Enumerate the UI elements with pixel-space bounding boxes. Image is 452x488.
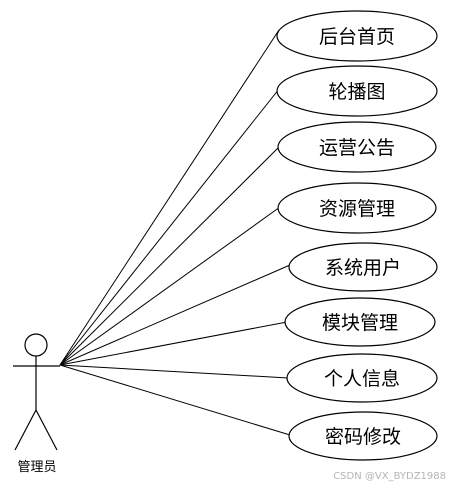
use-case-label: 个人信息 [324, 368, 400, 390]
use-case-label: 后台首页 [319, 26, 395, 48]
association-line [59, 88, 280, 366]
use-case-profile: 个人信息 [286, 353, 438, 403]
use-case-modules: 模块管理 [284, 297, 436, 347]
use-case-system-users: 系统用户 [288, 242, 438, 292]
use-case-password: 密码修改 [288, 411, 438, 461]
association-line [59, 29, 280, 366]
watermark: CSDN @VX_BYDZ1988 [333, 471, 446, 482]
use-cases: 后台首页 轮播图 运营公告 资源管理 系统用户 模块管理 个人信息 密码修改 [276, 10, 438, 461]
actor-administrator [13, 333, 60, 451]
use-case-label: 轮播图 [328, 81, 385, 103]
association-line [59, 321, 288, 366]
actor-right-leg [35, 409, 58, 451]
actor-label: 管理员 [17, 460, 56, 475]
association-line [59, 206, 281, 366]
association-lines [59, 29, 291, 436]
association-line [59, 364, 289, 379]
use-case-announcements: 运营公告 [277, 121, 437, 173]
use-case-label: 运营公告 [319, 137, 395, 159]
association-line [59, 264, 291, 366]
actor-left-leg [14, 409, 37, 451]
association-line [59, 145, 281, 366]
use-case-backend-home: 后台首页 [276, 10, 438, 62]
actor-head [24, 333, 48, 357]
use-case-label: 资源管理 [319, 198, 395, 220]
use-case-resources: 资源管理 [277, 182, 437, 234]
use-case-label: 系统用户 [325, 257, 401, 279]
use-case-carousel: 轮播图 [276, 65, 438, 117]
use-case-label: 密码修改 [325, 426, 401, 448]
association-line [59, 364, 291, 436]
use-case-label: 模块管理 [322, 312, 398, 334]
